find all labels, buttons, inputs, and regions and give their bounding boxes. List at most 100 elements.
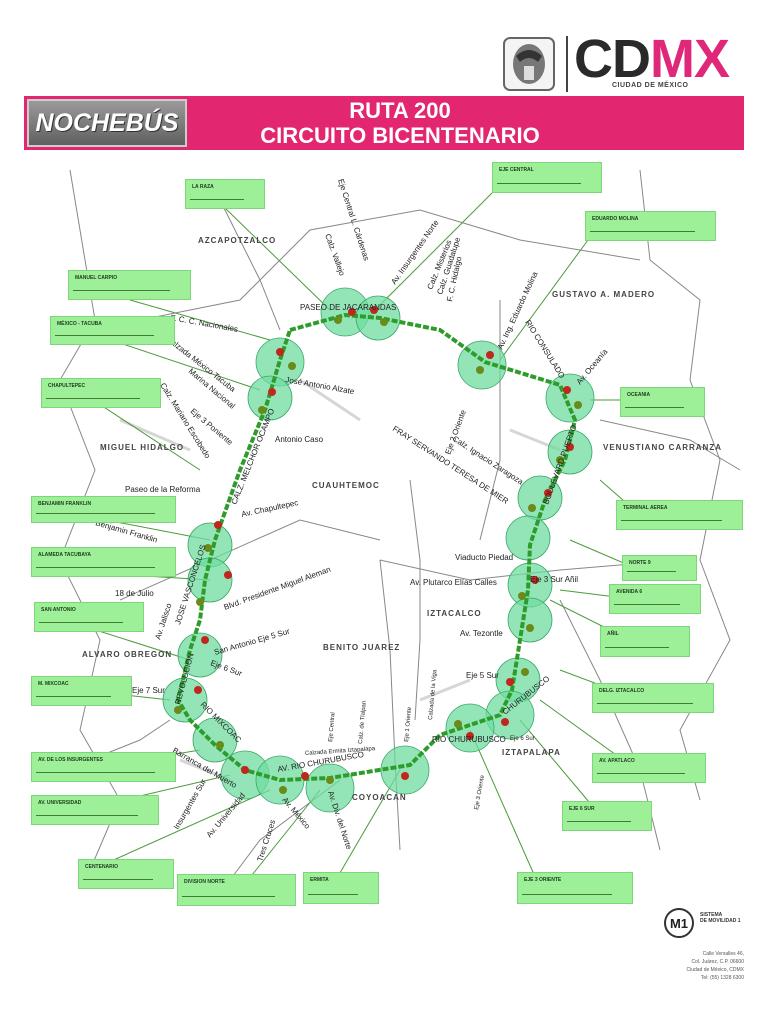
district-label: COYOACAN (352, 793, 407, 802)
stop-callout-eduardo-molina[interactable]: EDUARDO MOLINA (585, 211, 716, 241)
stop-label: LA RAZA (192, 184, 214, 190)
stop-label: MANUEL CARPIO (75, 275, 118, 281)
street-label: Eje 3 Sur Añil (530, 575, 578, 584)
m1-text: SISTEMA DE MOVILIDAD 1 (700, 912, 741, 924)
brand-cd: CD (574, 29, 651, 89)
stop-label: ERMITA (310, 877, 329, 883)
street-label: Blvd. Presidente Miguel Aleman (223, 565, 332, 612)
route-number: RUTA 200 (349, 98, 451, 123)
stop-callout-alameda-tacubaya[interactable]: ALAMEDA TACUBAYA (31, 547, 176, 577)
m1-badge: M1 (664, 908, 694, 938)
stop-callout-delg-iztacalco[interactable]: DELG. IZTACALCO (592, 683, 714, 713)
street-label: Paseo de la Reforma (125, 485, 201, 494)
stop-callout-division-norte[interactable]: DIVISION NORTE (177, 874, 296, 906)
street-label: CALZ. MELCHOR OCAMPO (230, 407, 277, 506)
stop-callout-chapultepec[interactable]: CHAPULTEPEC (41, 378, 161, 408)
stop-label: BENJAMIN FRANKLIN (38, 501, 92, 507)
stop-callout-la-raza[interactable]: LA RAZA (185, 179, 265, 209)
stop-callout-norte-9[interactable]: NORTE 9 (622, 555, 697, 581)
stop-label: EJE 6 SUR (569, 806, 595, 812)
stop-label: OCEANIA (627, 392, 651, 398)
street-label: Antonio Caso (275, 435, 324, 444)
district-label: IZTACALCO (427, 609, 482, 618)
address-line: Tel: (55) 1328 6300 (700, 975, 744, 981)
street-label: Calz. de Tlalpan (358, 701, 368, 745)
street-label: PASEO DE JACARANDAS (300, 303, 396, 312)
street-label: F. C. C. Nacionales (170, 313, 239, 334)
stop-label: DIVISION NORTE (184, 879, 225, 885)
district-label: BENITO JUAREZ (323, 643, 400, 652)
stop-label: AÑIL (607, 631, 619, 637)
street-label: Eje 7 Sur (132, 686, 165, 695)
stop-callout-av-universidad[interactable]: AV. UNIVERSIDAD (31, 795, 159, 825)
district-label: VENUSTIANO CARRANZA (603, 443, 722, 452)
stop-callout-eje-3-oriente[interactable]: EJE 3 ORIENTE (517, 872, 633, 904)
stop-callout-avenida-6[interactable]: AVENIDA 6 (609, 584, 701, 614)
stop-label: AV. DE LOS INSURGENTES (38, 757, 104, 763)
stop-label: CENTENARIO (85, 864, 119, 870)
street-label: RIO CHURUBUSCO (432, 735, 506, 744)
brand-mx: MX (650, 29, 730, 89)
nochebus-logo-text: NOCHEBÚS (35, 108, 179, 137)
street-label: Eje 1 Oriente (404, 706, 413, 742)
stop-callout-ermita[interactable]: ERMITA (303, 872, 379, 904)
street-label: Av. Plutarco Elías Calles (410, 578, 497, 587)
address-block: Calle Versalles 46, Col. Juárez, C.P. 06… (544, 950, 744, 982)
stop-callout-av-apatlaco[interactable]: AV. APATLACO (592, 753, 706, 783)
street-label: Eje Central (328, 712, 337, 742)
street-label: Eje 5 Sur (466, 671, 499, 680)
street-label: Eje 6 Sur (510, 736, 535, 742)
stop-callout-mexico-tacuba[interactable]: MÉXICO - TACUBA (50, 316, 175, 345)
stop-label: EJE 3 ORIENTE (524, 877, 562, 883)
route-map[interactable]: AZCAPOTZALCO GUSTAVO A. MADERO MIGUEL HI… (0, 150, 768, 910)
stop-callout-centenario[interactable]: CENTENARIO (78, 859, 174, 889)
stop-label: AVENIDA 6 (616, 589, 643, 595)
m1-line-2: DE MOVILIDAD 1 (700, 918, 741, 924)
header-divider (566, 36, 568, 92)
district-label: CUAUHTEMOC (312, 481, 380, 490)
stop-callout-benjamin-franklin[interactable]: BENJAMIN FRANKLIN (31, 496, 176, 523)
m1-logo: M1 SISTEMA DE MOVILIDAD 1 (664, 908, 754, 940)
stop-callout-oceania[interactable]: OCEANIA (620, 387, 705, 417)
stop-callout-terminal-aerea[interactable]: TERMINAL AEREA (616, 500, 743, 530)
address-line: Calle Versalles 46, (702, 951, 744, 957)
nochebus-logo: NOCHEBÚS (27, 99, 187, 147)
street-label: Eje 6 Sur (209, 658, 243, 678)
stop-callout-san-antonio[interactable]: SAN ANTONIO (34, 602, 144, 632)
stop-label: TERMINAL AEREA (623, 505, 668, 511)
street-label: Av. México (280, 796, 312, 832)
stop-callout-eje-6-sur[interactable]: EJE 6 SUR (562, 801, 652, 831)
street-label: San Antonio Eje 5 Sur (213, 627, 291, 657)
stop-callout-m-mixcoac[interactable]: M. MIXCOAC (31, 676, 132, 706)
route-title: RUTA 200 CIRCUITO BICENTENARIO (200, 98, 600, 148)
district-label: AZCAPOTZALCO (198, 236, 276, 245)
street-label: Calz. Ignacio Zaragoza (451, 434, 525, 487)
street-label: Calzada de la Viga (428, 669, 438, 720)
street-label: Tres Cruces (255, 819, 277, 863)
street-label: Calzada Ermita Iztapalapa (305, 746, 376, 757)
street-label: Av. Universidad (205, 791, 247, 839)
stop-callout-av-de-los-insurgentes[interactable]: AV. DE LOS INSURGENTES (31, 752, 176, 782)
stop-label: M. MIXCOAC (38, 681, 69, 687)
stop-callout-anil[interactable]: AÑIL (600, 626, 690, 657)
stop-markers (174, 306, 582, 794)
district-label: GUSTAVO A. MADERO (552, 290, 655, 299)
district-labels: AZCAPOTZALCO GUSTAVO A. MADERO MIGUEL HI… (82, 236, 722, 802)
stop-label: AV. UNIVERSIDAD (38, 800, 82, 806)
stop-label: CHAPULTEPEC (48, 383, 86, 389)
stop-label: SAN ANTONIO (41, 607, 76, 613)
address-line: Ciudad de México, CDMX (686, 967, 744, 973)
district-label: MIGUEL HIDALGO (100, 443, 184, 452)
stop-label: DELG. IZTACALCO (599, 688, 645, 694)
stop-callout-eje-central[interactable]: EJE CENTRAL (492, 162, 602, 193)
stop-label: EJE CENTRAL (499, 167, 534, 173)
street-label: Insurgentes Sur (172, 777, 208, 831)
street-label: Av. Oceanía (575, 347, 610, 386)
street-label: 18 de Julio (115, 589, 154, 598)
stop-label: NORTE 9 (629, 560, 651, 566)
m1-line-1: SISTEMA (700, 912, 723, 918)
street-label: Eje 3 Oriente (474, 774, 486, 810)
cdmx-seal-logo (502, 36, 556, 92)
stop-label: ALAMEDA TACUBAYA (38, 552, 91, 558)
stop-callout-manuel-carpio[interactable]: MANUEL CARPIO (68, 270, 191, 300)
